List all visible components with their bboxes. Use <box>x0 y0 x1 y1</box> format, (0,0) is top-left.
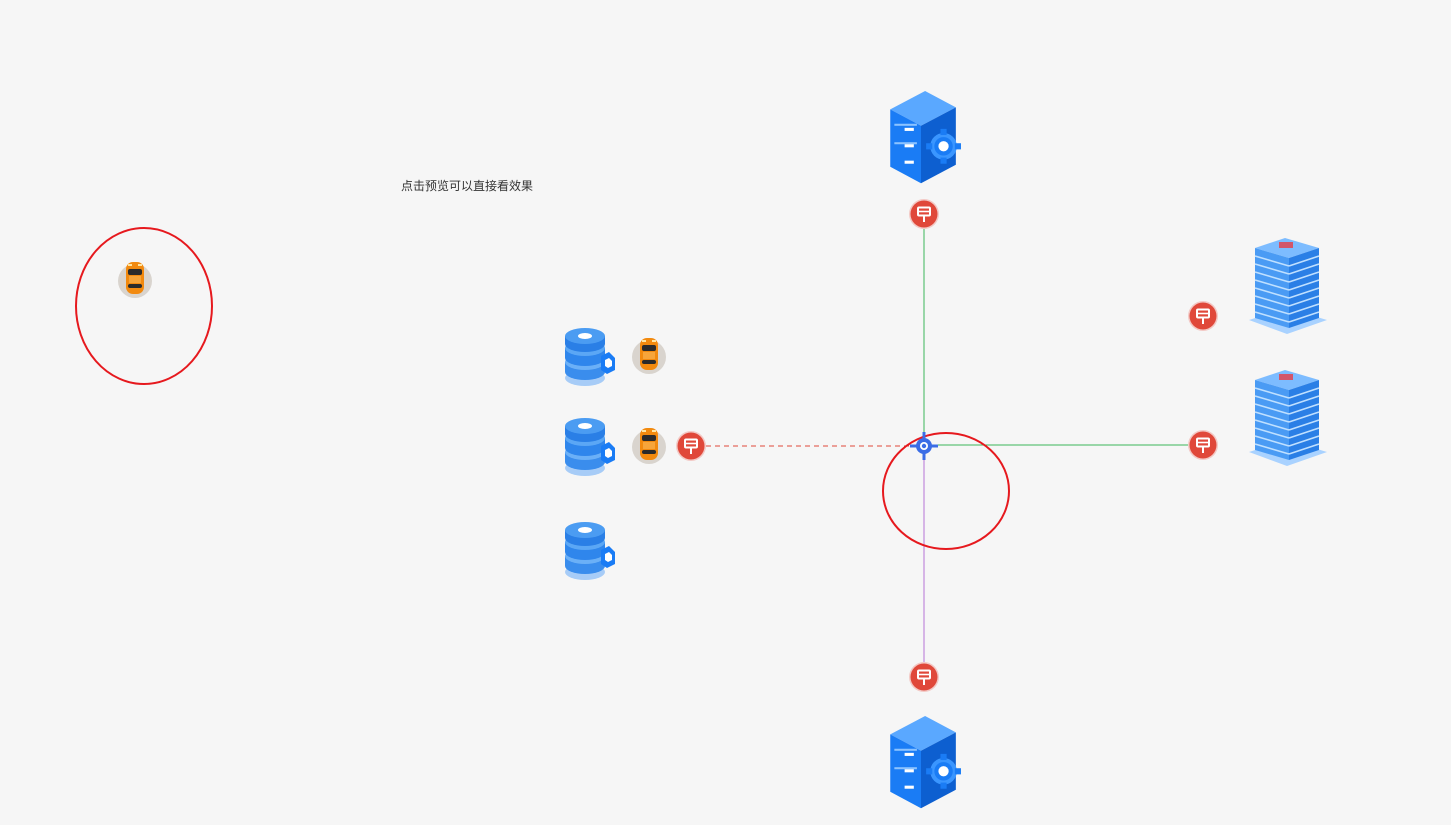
marker-icon-right-lower[interactable] <box>1187 429 1219 461</box>
network-hub-icon[interactable] <box>908 430 940 462</box>
highlight-circle-hub <box>882 432 1010 550</box>
car-icon-2[interactable] <box>632 428 666 464</box>
marker-icon-left[interactable] <box>675 430 707 462</box>
marker-icon-bottom[interactable] <box>908 661 940 693</box>
database-icon-2[interactable] <box>565 418 615 476</box>
highlight-circle-car <box>75 227 213 385</box>
hint-text: 点击预览可以直接看效果 <box>401 179 534 193</box>
building-icon-lower[interactable] <box>1248 369 1328 467</box>
server-icon-top[interactable] <box>890 90 961 184</box>
database-icon-3[interactable] <box>565 522 615 580</box>
server-icon-bottom[interactable] <box>890 715 961 809</box>
database-icon-1[interactable] <box>565 328 615 386</box>
car-icon-isolated[interactable] <box>118 262 152 298</box>
marker-icon-top[interactable] <box>908 198 940 230</box>
building-icon-upper[interactable] <box>1248 237 1328 335</box>
marker-icon-right-upper[interactable] <box>1187 300 1219 332</box>
car-icon-1[interactable] <box>632 338 666 374</box>
